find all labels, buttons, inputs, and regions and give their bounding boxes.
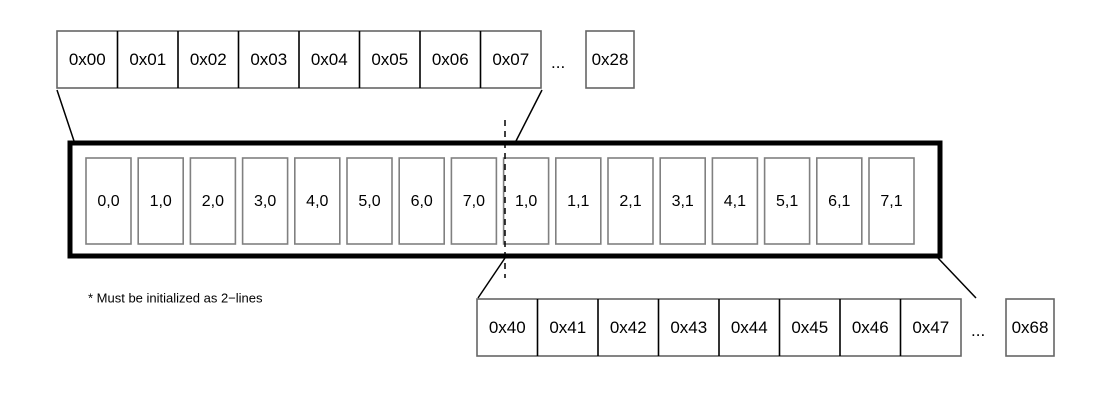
cache-word-cell-box: [398, 157, 446, 245]
cache-word-cell: 2,1: [619, 193, 641, 210]
cache-word-cell: 5,1: [776, 193, 798, 210]
top-address-cell: 0x00: [69, 50, 106, 69]
top-left-connector: [56, 89, 75, 142]
cache-word-cell-box: [502, 157, 550, 245]
cache-word-cell: 5,0: [358, 193, 380, 210]
bottom-address-cell: 0x41: [549, 318, 586, 337]
cache-word-cell-box: [815, 157, 863, 245]
cache-word-cell: 0,0: [97, 193, 119, 210]
top-address-cell: 0x03: [250, 50, 287, 69]
cache-word-cell: 6,0: [411, 193, 433, 210]
top-address-ellipsis: ...: [551, 53, 565, 72]
cache-word-cell: 6,1: [828, 193, 850, 210]
bottom-address-ellipsis: ...: [971, 321, 985, 340]
bottom-address-cell: 0x47: [912, 318, 949, 337]
bottom-address-table: 0x40 0x41 0x42 0x43 0x44 0x45 0x46 0x47... 0x68: [476, 298, 1055, 357]
cache-word-cell: 4,0: [306, 193, 328, 210]
top-address-tail-cell: 0x28: [592, 50, 629, 69]
cache-word-cell-box: [293, 157, 341, 245]
cache-word-cell-box: [763, 157, 811, 245]
cache-word-cell-box: [241, 157, 289, 245]
cache-word-cell: 7,0: [463, 193, 485, 210]
bottom-address-cell: 0x42: [610, 318, 647, 337]
cache-word-cell: 1,0: [150, 193, 172, 210]
cache-word-cell-box: [607, 157, 654, 245]
cache-word-cell-box: [346, 157, 393, 245]
bottom-address-tail-cell: 0x68: [1012, 318, 1049, 337]
cache-word-cell: 2,0: [202, 193, 224, 210]
cache-word-cell-box: [189, 157, 237, 245]
cache-word-cell: 3,0: [254, 193, 276, 210]
top-address-cell: 0x07: [492, 50, 529, 69]
cache-word-cell-box: [85, 157, 132, 245]
initialization-note: * Must be initialized as 2−lines: [88, 290, 263, 305]
bottom-address-cell: 0x45: [791, 318, 828, 337]
top-address-tail-cell-box: [585, 30, 635, 89]
top-address-cell: 0x02: [190, 50, 227, 69]
top-right-connector: [515, 89, 543, 142]
bottom-address-tail-cell-box: [1005, 298, 1055, 357]
connector-lines: [56, 89, 977, 299]
bottom-address-cell: 0x46: [852, 318, 889, 337]
top-address-cell: 0x05: [371, 50, 408, 69]
cache-word-cell-box: [450, 157, 498, 245]
cache-word-cell: 1,0: [515, 193, 537, 210]
bottom-right-connector: [937, 257, 977, 299]
cache-word-cell: 4,1: [724, 193, 746, 210]
cache-word-cell: 1,1: [567, 193, 589, 210]
top-address-cell: 0x04: [311, 50, 348, 69]
bottom-address-cell: 0x44: [731, 318, 768, 337]
top-address-table: 0x00 0x01 0x02 0x03 0x04 0x05 0x06 0x07... 0x28: [56, 30, 635, 89]
cache-buffer-box: 0,0 1,0 2,0 3,0 4,0 5,0 6,0 7,0 1,0 1,1 2,1 3,1 4,1 5…: [67, 140, 943, 259]
cache-word-cell: 3,1: [672, 193, 694, 210]
cache-word-cell-box: [137, 157, 184, 245]
bottom-left-connector: [477, 257, 506, 299]
cache-word-cell: 7,1: [880, 193, 902, 210]
cache-word-cell-box: [711, 157, 759, 245]
top-address-cell: 0x01: [129, 50, 166, 69]
top-address-cell: 0x06: [432, 50, 469, 69]
bottom-address-cell: 0x43: [670, 318, 707, 337]
cache-word-cell-box: [554, 157, 602, 245]
cache-word-cell-box: [659, 157, 707, 245]
cache-word-cell-box: [868, 157, 915, 245]
bottom-address-cell: 0x40: [489, 318, 526, 337]
